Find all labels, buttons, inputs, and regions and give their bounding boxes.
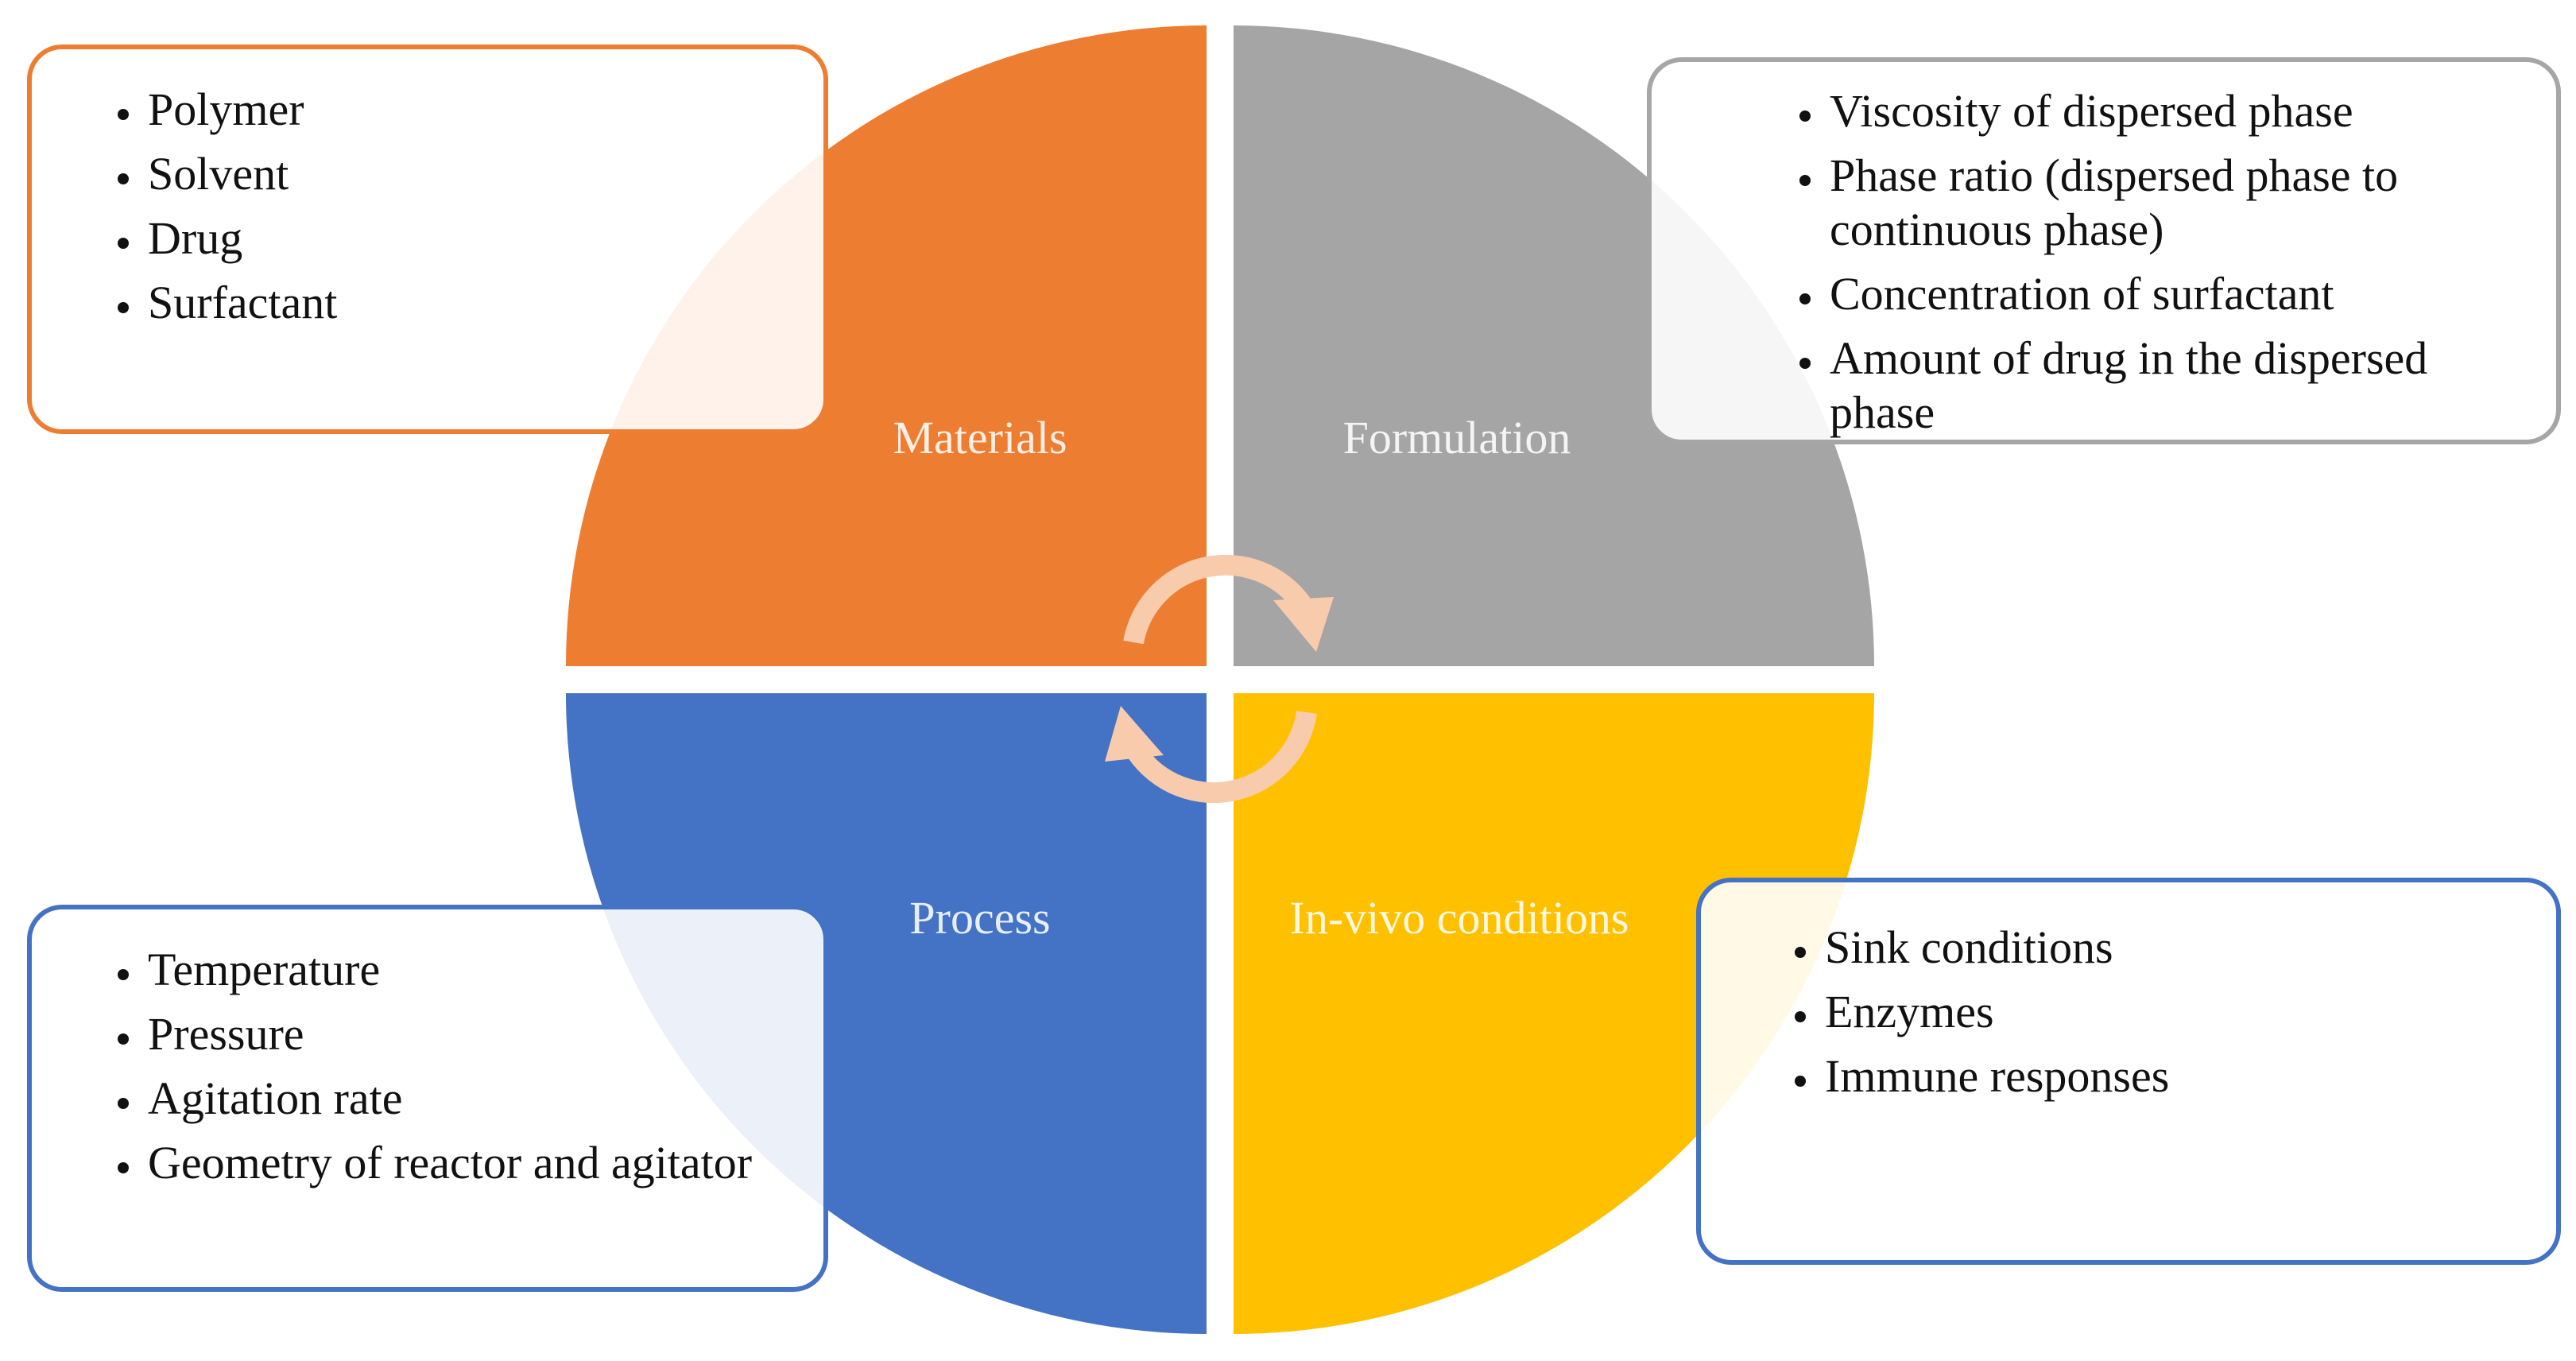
materials-callout: Polymer Solvent Drug Surfactant [27, 45, 828, 434]
quadrant-invivo [1234, 693, 1874, 1334]
list-item: Enzymes [1822, 985, 2556, 1039]
quadrant-process [566, 693, 1207, 1334]
list-item: Immune responses [1822, 1049, 2556, 1103]
quadrant-label-materials: Materials [893, 412, 1067, 463]
invivo-callout: Sink conditions Enzymes Immune responses [1696, 878, 2561, 1265]
list-item: Solvent [145, 147, 823, 201]
formulation-list: Viscosity of dispersed phase Phase ratio… [1652, 62, 2556, 440]
materials-list: Polymer Solvent Drug Surfactant [32, 49, 823, 330]
circular-arrows-icon [1123, 554, 1317, 804]
quadrant-formulation [1234, 25, 1874, 666]
list-item: Polymer [145, 83, 823, 137]
formulation-callout: Viscosity of dispersed phase Phase ratio… [1647, 57, 2561, 444]
list-item: Drug [145, 211, 823, 266]
quadrant-label-formulation: Formulation [1343, 412, 1571, 463]
list-item: Pressure [145, 1007, 823, 1061]
list-item: Temperature [145, 943, 823, 997]
list-item: Amount of drug in the dispersed phase [1826, 332, 2532, 440]
circular-arrowheads [1105, 597, 1334, 762]
list-item: Surfactant [145, 276, 823, 330]
process-callout: Temperature Pressure Agitation rate Geom… [27, 905, 828, 1292]
quadrant-label-invivo: In-vivo conditions [1290, 892, 1629, 944]
process-list: Temperature Pressure Agitation rate Geom… [32, 909, 823, 1190]
list-item: Sink conditions [1822, 921, 2556, 975]
list-item: Geometry of reactor and agitator [145, 1136, 823, 1190]
quadrant-materials [566, 25, 1207, 666]
quadrant-label-process: Process [909, 892, 1050, 944]
invivo-list: Sink conditions Enzymes Immune responses [1701, 882, 2556, 1103]
list-item: Concentration of surfactant [1826, 267, 2532, 321]
list-item: Phase ratio (dispersed phase to continuo… [1826, 149, 2532, 257]
list-item: Agitation rate [145, 1072, 823, 1126]
list-item: Viscosity of dispersed phase [1826, 84, 2532, 138]
